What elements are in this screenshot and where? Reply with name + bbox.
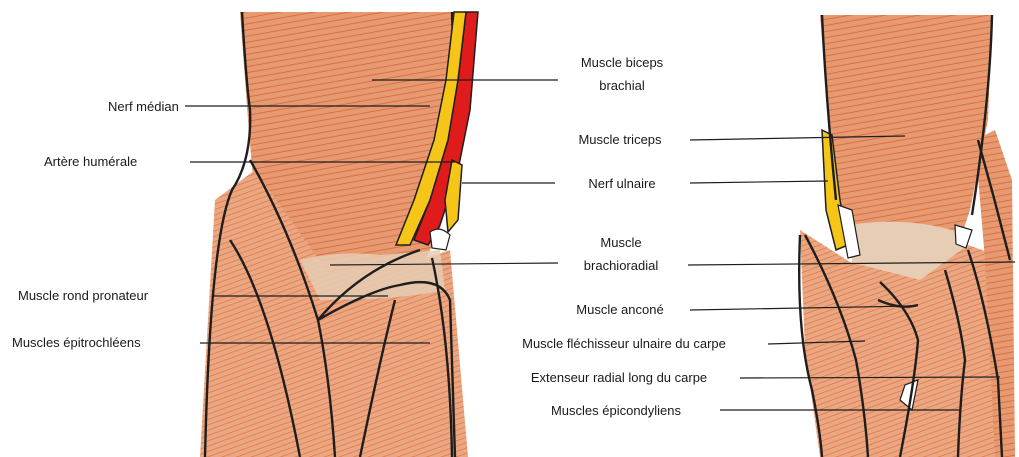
label-muscle-rond-pronateur: Muscle rond pronateur xyxy=(18,288,149,303)
label-epicondyliens: Muscles épicondyliens xyxy=(551,403,682,418)
label-biceps-1: Muscle biceps xyxy=(581,55,664,70)
label-artere-humerale: Artère humérale xyxy=(44,154,137,169)
label-triceps: Muscle triceps xyxy=(578,132,662,147)
label-muscles-epitrochleens: Muscles épitrochléens xyxy=(12,335,141,350)
label-flechisseur: Muscle fléchisseur ulnaire du carpe xyxy=(522,336,726,351)
posterior-view xyxy=(799,15,1015,457)
label-brachioradial-2: brachioradial xyxy=(584,258,659,273)
label-brachioradial-1: Muscle xyxy=(600,235,641,250)
anterior-view xyxy=(200,12,478,457)
label-extenseur: Extenseur radial long du carpe xyxy=(531,370,707,385)
label-nerf-median: Nerf médian xyxy=(108,99,179,114)
label-ancone: Muscle anconé xyxy=(576,302,663,317)
label-biceps-2: brachial xyxy=(599,78,645,93)
label-nerf-ulnaire: Nerf ulnaire xyxy=(588,176,655,191)
